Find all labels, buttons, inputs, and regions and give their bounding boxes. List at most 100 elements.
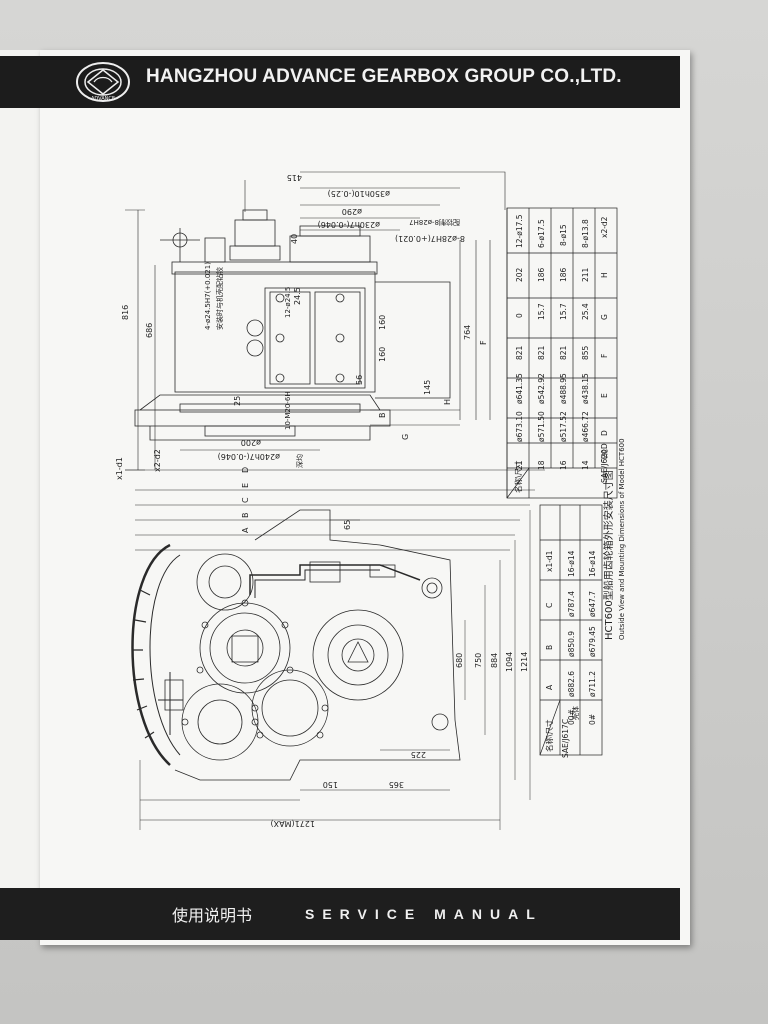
footer-band — [0, 888, 680, 940]
drawing-caption: HCT600型船用齿轮箱外形安装尺寸图 Outside View and Mou… — [602, 438, 626, 640]
left-facing-page-edge — [0, 50, 41, 940]
upper-table-row-label: SAE/J620D — [600, 443, 609, 483]
dim-25: 25 — [233, 396, 242, 406]
logo-text: ADVANCE — [91, 96, 115, 102]
lower-table-row-label-cn: 壳体 — [571, 706, 580, 720]
caption-cn: HCT600型船用齿轮箱外形安装尺寸图 — [602, 470, 615, 640]
company-name: HANGZHOU ADVANCE GEARBOX GROUP CO.,LTD. — [146, 66, 622, 87]
upper-row-14-G: 25.4 — [581, 303, 590, 320]
upper-table-rows: 21 ø673.10 ø641.35 821 0 202 12-ø17.5 18… — [515, 214, 590, 470]
dim-B-small: B — [378, 413, 387, 419]
upper-col-x2d2: x2-d2 — [600, 216, 609, 238]
upper-row-16-x2d2: 8-ø15 — [559, 224, 568, 246]
dim-C: C — [241, 497, 250, 503]
upper-row-14-H: 211 — [581, 267, 590, 282]
upper-col-H: H — [600, 272, 609, 278]
upper-row-16-D: ø517.52 — [559, 411, 568, 442]
side-view — [131, 509, 531, 830]
dim-H: H — [443, 399, 452, 405]
upper-row-18-G: 15.7 — [537, 303, 546, 320]
dim-160-a: 160 — [378, 315, 387, 330]
dim-686: 686 — [145, 323, 154, 338]
dim-290: ø290 — [342, 207, 362, 216]
dim-884: 884 — [490, 653, 499, 668]
dim-764: 764 — [463, 325, 472, 340]
dim-x2-d2: x2-d2 — [153, 449, 162, 472]
upper-row-14-F: 855 — [581, 345, 590, 360]
lower-row-0-id: 0# — [588, 714, 597, 725]
upper-row-16-H: 186 — [559, 267, 568, 282]
upper-row-14-id: 14 — [581, 460, 590, 470]
upper-row-18-H: 186 — [537, 267, 546, 282]
dim-12-holes: 12-ø24.5 — [284, 287, 292, 318]
lower-row-00-B: ø850.9 — [567, 631, 576, 657]
dim-E: E — [241, 483, 250, 488]
upper-row-18-x2d2: 6-ø17.5 — [537, 219, 546, 248]
lower-dimension-table: 名称\尺寸 SAE/J617C 壳体 A B C x1-d1 00# ø882.… — [539, 504, 603, 758]
upper-dimension-table: 名称\尺寸 SAE/J620D 飞轮 D E F G H x2-d2 — [506, 207, 618, 499]
company-logo: ADVANCE — [76, 62, 130, 102]
dim-415: 415 — [287, 173, 302, 182]
dim-750: 750 — [474, 653, 483, 668]
dim-deep: 深均 — [295, 454, 304, 468]
dim-40: 40 — [290, 234, 299, 244]
upper-col-F: F — [600, 354, 609, 358]
dim-225: 225 — [411, 750, 426, 759]
upper-row-21-E: ø641.35 — [515, 373, 524, 404]
dim-F: F — [479, 340, 488, 345]
lower-table-header: 名称\尺寸 — [544, 719, 554, 752]
dim-680: 680 — [455, 653, 464, 668]
dim-65: 65 — [343, 520, 352, 530]
dim-160-b: 160 — [378, 347, 387, 362]
dim-350: ø350h10(-0.25) — [328, 189, 390, 198]
upper-row-21-D: ø673.10 — [515, 411, 524, 442]
dim-bolt-holes: 8-ø28H7(+0.021) — [395, 234, 465, 243]
upper-col-D: D — [600, 430, 609, 436]
upper-row-16-E: ø488.95 — [559, 373, 568, 404]
upper-table-row-label-cn: 飞轮 — [600, 449, 609, 463]
lower-col-B: B — [545, 645, 554, 650]
upper-table-header: 名称\尺寸 — [513, 460, 523, 493]
dim-230: ø230h7(-0.046) — [318, 220, 380, 229]
top-view-dimensions: 415 ø350h10(-0.25) ø290 ø230h7(-0.046) 8… — [115, 173, 488, 533]
upper-row-18-E: ø542.92 — [537, 373, 546, 404]
dim-10-m20: 10-M20-6H — [284, 391, 292, 430]
lower-row-00-id: 00# — [567, 709, 576, 725]
dim-816: 816 — [121, 305, 130, 320]
dim-D: D — [241, 467, 250, 473]
lower-table-row-label: SAE/J617C — [561, 719, 570, 758]
lower-row-0-A: ø711.2 — [588, 671, 597, 697]
upper-row-14-x2d2: 8-ø13.8 — [581, 219, 590, 248]
upper-row-18-F: 821 — [537, 345, 546, 360]
dim-holes-label-cn: 安装时与机壳配钻铰 — [215, 267, 224, 330]
dim-1214: 1214 — [520, 652, 529, 672]
footer-chinese-label: 使用说明书 — [172, 908, 253, 925]
upper-row-18-D: ø571.50 — [537, 411, 546, 442]
lower-col-A: A — [545, 684, 554, 690]
dim-24-5: 24.5 — [293, 287, 302, 305]
dim-holes-label: 4-ø24.5H7(+0.021) — [204, 262, 212, 330]
footer-english-label: SERVICE MANUAL — [305, 906, 543, 922]
upper-row-21-H: 202 — [515, 267, 524, 282]
dim-200: ø200 — [241, 438, 261, 447]
lower-col-x1d1: x1-d1 — [545, 550, 554, 572]
manual-page — [40, 50, 690, 945]
upper-col-E: E — [600, 393, 609, 398]
dim-1271: 1271(MAX) — [271, 819, 315, 828]
dim-365: 365 — [389, 780, 404, 789]
lower-row-00-C: ø787.4 — [567, 591, 576, 617]
dim-1094: 1094 — [505, 652, 514, 672]
upper-row-14-D: ø466.72 — [581, 411, 590, 442]
dim-G: G — [401, 434, 410, 440]
lower-col-C: C — [545, 603, 554, 608]
lower-row-0-x1d1: 16-ø14 — [588, 550, 597, 577]
lower-row-00-x1d1: 16-ø14 — [567, 550, 576, 577]
caption-en-1: Outside View and Mounting Dimensions of … — [618, 438, 626, 640]
upper-row-14-E: ø438.15 — [581, 373, 590, 404]
upper-row-21-id: 21 — [515, 460, 524, 470]
top-view — [125, 171, 545, 551]
upper-row-16-G: 15.7 — [559, 303, 568, 320]
dim-56: 56 — [355, 375, 364, 385]
upper-row-21-F: 821 — [515, 345, 524, 360]
